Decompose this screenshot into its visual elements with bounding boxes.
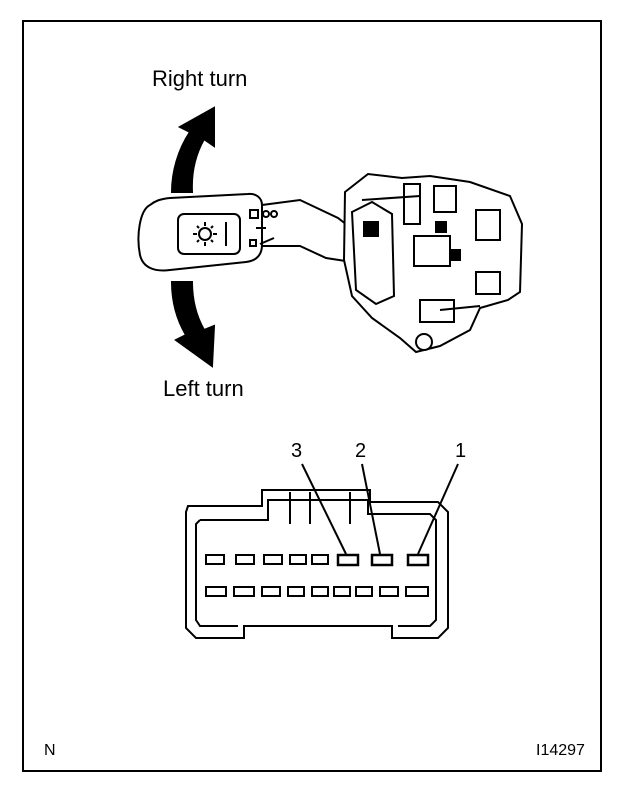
- figure-code: I14297: [536, 742, 585, 759]
- pin-label-1: 1: [455, 440, 467, 462]
- figure-frame: [22, 20, 602, 772]
- pin-terminal-2: [370, 553, 394, 567]
- right-turn-label: Right turn: [152, 66, 248, 91]
- connector: [185, 489, 449, 639]
- pin-leader-lines: [301, 463, 459, 555]
- switch-body: [342, 172, 524, 354]
- corner-letter: N: [44, 742, 56, 759]
- pin-label-3: 3: [291, 440, 303, 462]
- left-turn-label: Left turn: [163, 376, 244, 401]
- left-turn-arrow: [170, 281, 216, 368]
- switch-lever: [137, 192, 358, 272]
- pin-terminal-3: [336, 553, 360, 567]
- connector-terminals-row-2: [205, 586, 429, 597]
- right-turn-arrow: [170, 106, 215, 193]
- connector-terminals-row-1: [205, 554, 329, 565]
- pin-terminal-1: [406, 553, 430, 567]
- pin-label-2: 2: [355, 440, 367, 462]
